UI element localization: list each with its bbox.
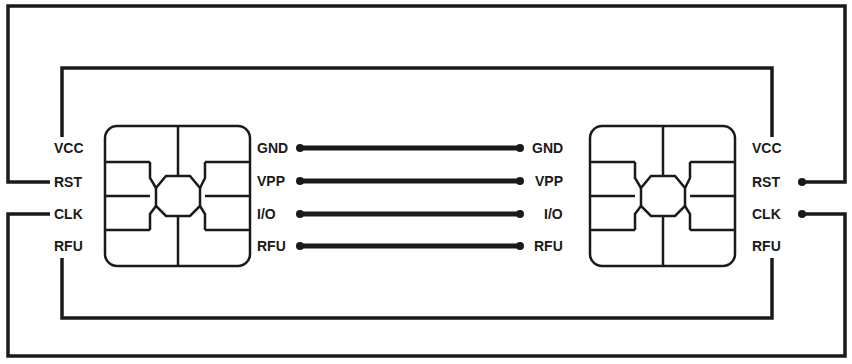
pin-label: RST (752, 174, 780, 190)
pin-label: RST (54, 174, 82, 190)
pin-label: CLK (752, 206, 781, 222)
smart-card-chip (590, 126, 735, 266)
rst-wire (8, 6, 845, 182)
vpp-wire (300, 179, 520, 184)
pin-label: CLK (54, 206, 83, 222)
pin-label: VPP (535, 173, 563, 189)
io-wire (300, 212, 520, 217)
pin-label: GND (532, 140, 563, 156)
pin-label: GND (257, 140, 288, 156)
pin-label: VPP (257, 173, 285, 189)
gnd-wire (300, 146, 520, 151)
clk-wire (8, 214, 845, 356)
pin-label: VCC (54, 140, 84, 156)
rfu-wire (300, 244, 520, 249)
pin-label: I/O (544, 206, 563, 222)
smart-card-chip (105, 126, 250, 266)
pin-label: RFU (257, 238, 286, 254)
pin-label: RFU (54, 238, 83, 254)
pin-label: RFU (534, 238, 563, 254)
pin-label: I/O (257, 206, 276, 222)
pin-label: VCC (752, 140, 782, 156)
pin-label: RFU (752, 238, 781, 254)
